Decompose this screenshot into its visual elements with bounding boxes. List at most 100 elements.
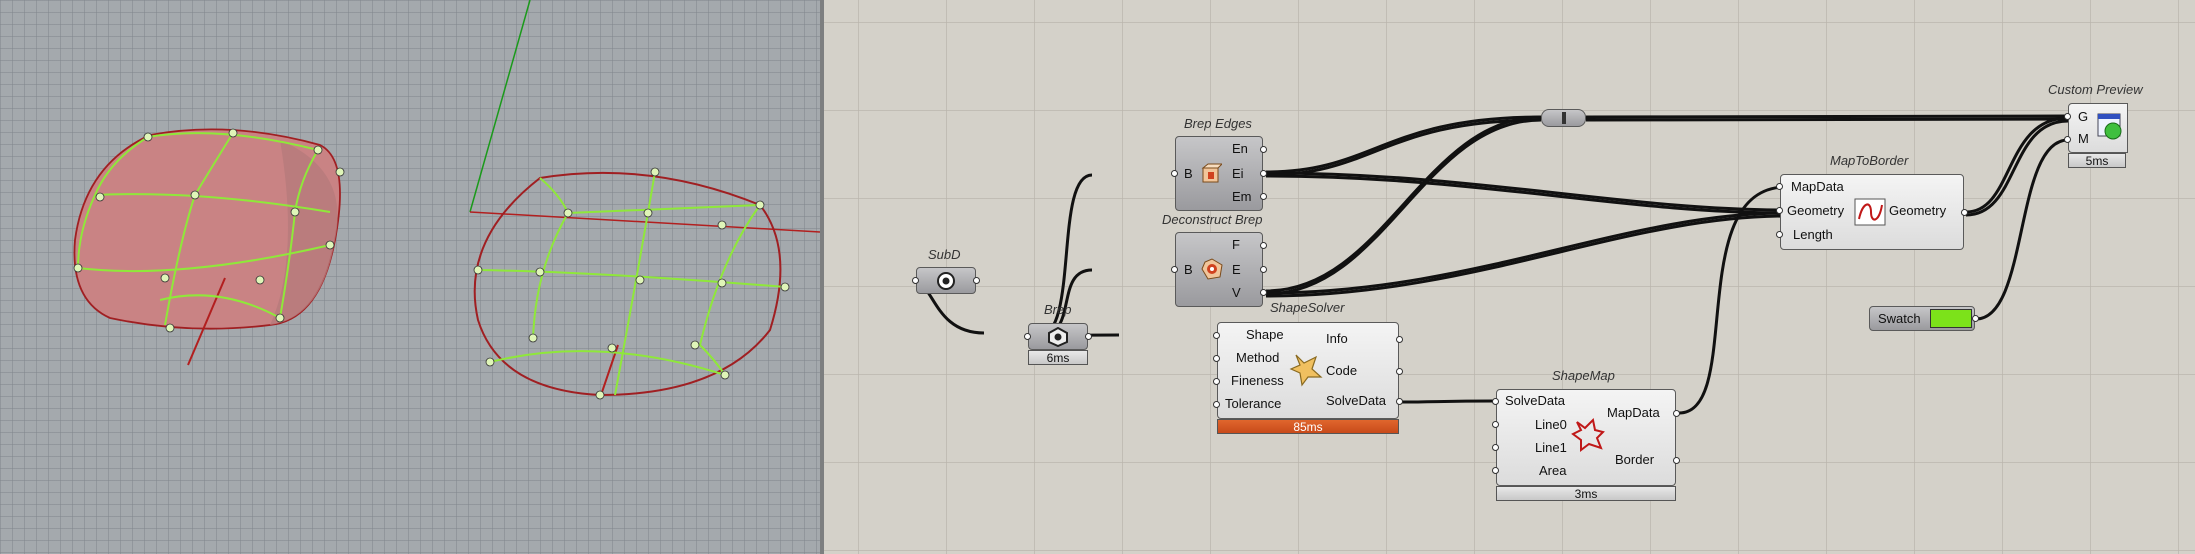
wire-relay-preview-2 [1585, 117, 2069, 122]
shape-solver-input-shape: Shape [1246, 327, 1284, 342]
wire-maptoborder-preview-2 [1965, 119, 2069, 217]
brep-input-grip[interactable] [1024, 333, 1031, 340]
shape-map-line1-grip[interactable] [1492, 444, 1499, 451]
map-to-border-input-mapdata: MapData [1791, 179, 1844, 194]
shape-solver-code-grip[interactable] [1396, 368, 1403, 375]
shape-solver-title: ShapeSolver [1270, 300, 1345, 315]
map-to-border-icon [1854, 198, 1886, 226]
custom-preview-title: Custom Preview [2048, 82, 2143, 97]
deconstruct-brep-input-grip[interactable] [1171, 266, 1178, 273]
wires [913, 114, 2069, 415]
brep-title: Brep [1044, 302, 1072, 317]
shape-solver-output-solvedata: SolveData [1326, 393, 1386, 408]
brep-edges-em-grip[interactable] [1260, 193, 1267, 200]
wire-v-geometry-1 [1265, 211, 1787, 295]
relay-component[interactable] [1541, 109, 1586, 127]
deconstruct-brep-e-grip[interactable] [1260, 266, 1267, 273]
deconstruct-brep-v-grip[interactable] [1260, 289, 1267, 296]
deconstruct-brep-component[interactable]: B F E V [1175, 232, 1263, 307]
shape-map-icon [1571, 417, 1605, 452]
wire-maptoborder-preview-1 [1965, 116, 2069, 214]
shape-solver-fineness-grip[interactable] [1213, 378, 1220, 385]
map-to-border-mapdata-grip[interactable] [1776, 183, 1783, 190]
wire-ei-geometry-2 [1265, 174, 1787, 215]
wire-swatch-preview [1975, 138, 2069, 321]
brep-edges-output-em: Em [1232, 189, 1252, 204]
shape-map-solvedata-grip[interactable] [1492, 398, 1499, 405]
subd-input-grip[interactable] [912, 277, 919, 284]
brep-edges-output-en: En [1232, 141, 1248, 156]
shape-map-timer: 3ms [1496, 486, 1676, 501]
shape-solver-timer: 85ms [1217, 419, 1399, 434]
swatch-label: Swatch [1878, 311, 1921, 326]
subd-output-grip[interactable] [973, 277, 980, 284]
shape-solver-component[interactable]: Shape Method Fineness Tolerance Info Cod… [1217, 322, 1399, 419]
wire-shapesolver-shapemap [1401, 399, 1495, 404]
shape-map-area-grip[interactable] [1492, 467, 1499, 474]
swatch-color[interactable] [1930, 309, 1972, 328]
swatch-component[interactable]: Swatch [1869, 306, 1975, 331]
map-to-border-title: MapToBorder [1830, 153, 1909, 168]
shape-solver-input-method: Method [1236, 350, 1280, 365]
brep-edges-en-grip[interactable] [1260, 146, 1267, 153]
swatch-output-grip[interactable] [1972, 315, 1979, 322]
rhino-viewport[interactable] [0, 0, 820, 554]
deconstruct-brep-title: Deconstruct Brep [1162, 212, 1263, 227]
subd-icon [937, 272, 955, 290]
deconstruct-brep-f-grip[interactable] [1260, 242, 1267, 249]
shape-solver-info-grip[interactable] [1396, 336, 1403, 343]
shape-map-input-solvedata: SolveData [1505, 393, 1565, 408]
shape-solver-tolerance-grip[interactable] [1213, 401, 1220, 408]
brep-edges-input-grip[interactable] [1171, 170, 1178, 177]
brep-edges-title: Brep Edges [1184, 116, 1252, 131]
map-to-border-length-grip[interactable] [1776, 231, 1783, 238]
shape-solver-input-tolerance: Tolerance [1225, 396, 1282, 411]
brep-edges-ei-grip[interactable] [1260, 170, 1267, 177]
shape-map-title: ShapeMap [1552, 368, 1615, 383]
shape-solver-output-code: Code [1326, 363, 1358, 378]
x-axis [469, 211, 820, 233]
map-to-border-component[interactable]: MapData Geometry Length Geometry [1780, 174, 1964, 250]
shape-solver-method-grip[interactable] [1213, 355, 1220, 362]
deconstruct-brep-icon [1201, 258, 1223, 280]
brep-edges-component[interactable]: B En Ei Em [1175, 136, 1263, 211]
custom-preview-g-grip[interactable] [2064, 113, 2071, 120]
shape-map-border-grip[interactable] [1673, 457, 1680, 464]
custom-preview-icon [2097, 113, 2122, 140]
viewport-divider[interactable] [820, 0, 824, 554]
shape-map-output-mapdata: MapData [1607, 405, 1660, 420]
brep-edges-icon [1201, 163, 1222, 183]
map-to-border-output-grip[interactable] [1961, 209, 1968, 216]
map-to-border-geometry-grip[interactable] [1776, 207, 1783, 214]
wire-shapemap-maptoborder [1678, 185, 1787, 415]
brep-icon [1048, 327, 1068, 347]
custom-preview-input-m: M [2078, 131, 2089, 146]
shape-solver-shape-grip[interactable] [1213, 332, 1220, 339]
custom-preview-timer: 5ms [2068, 153, 2126, 168]
shape-map-line0-grip[interactable] [1492, 421, 1499, 428]
deconstruct-brep-output-e: E [1232, 262, 1241, 277]
deconstruct-brep-input-b: B [1184, 262, 1193, 277]
subd-solid [73, 128, 345, 366]
custom-preview-m-grip[interactable] [2064, 136, 2071, 143]
brep-output-grip[interactable] [1085, 333, 1092, 340]
grasshopper-canvas[interactable]: SubD Brep 6ms Brep Edges B En Ei Em Deco… [824, 0, 2195, 554]
shape-map-mapdata-grip[interactable] [1673, 410, 1680, 417]
shape-map-input-line0: Line0 [1535, 417, 1567, 432]
map-to-border-output-geometry: Geometry [1889, 203, 1947, 218]
shape-map-component[interactable]: SolveData Line0 Line1 Area MapData Borde… [1496, 389, 1676, 486]
shape-solver-output-info: Info [1326, 331, 1348, 346]
shape-solver-icon [1289, 354, 1323, 387]
wire-v-geometry-2 [1265, 214, 1787, 298]
shape-solver-solvedata-grip[interactable] [1396, 398, 1403, 405]
wire-ei-relay-1 [1265, 115, 1542, 174]
custom-preview-component[interactable]: G M [2068, 103, 2128, 153]
shape-map-input-area: Area [1539, 463, 1567, 478]
brep-edges-input-b: B [1184, 166, 1193, 181]
wire-ei-geometry-1 [1265, 171, 1787, 212]
subd-component[interactable] [916, 267, 976, 294]
brep-component[interactable] [1028, 323, 1088, 350]
y-axis [469, 0, 531, 213]
shape-solver-input-fineness: Fineness [1231, 373, 1284, 388]
wire-ei-relay-2 [1265, 118, 1542, 177]
